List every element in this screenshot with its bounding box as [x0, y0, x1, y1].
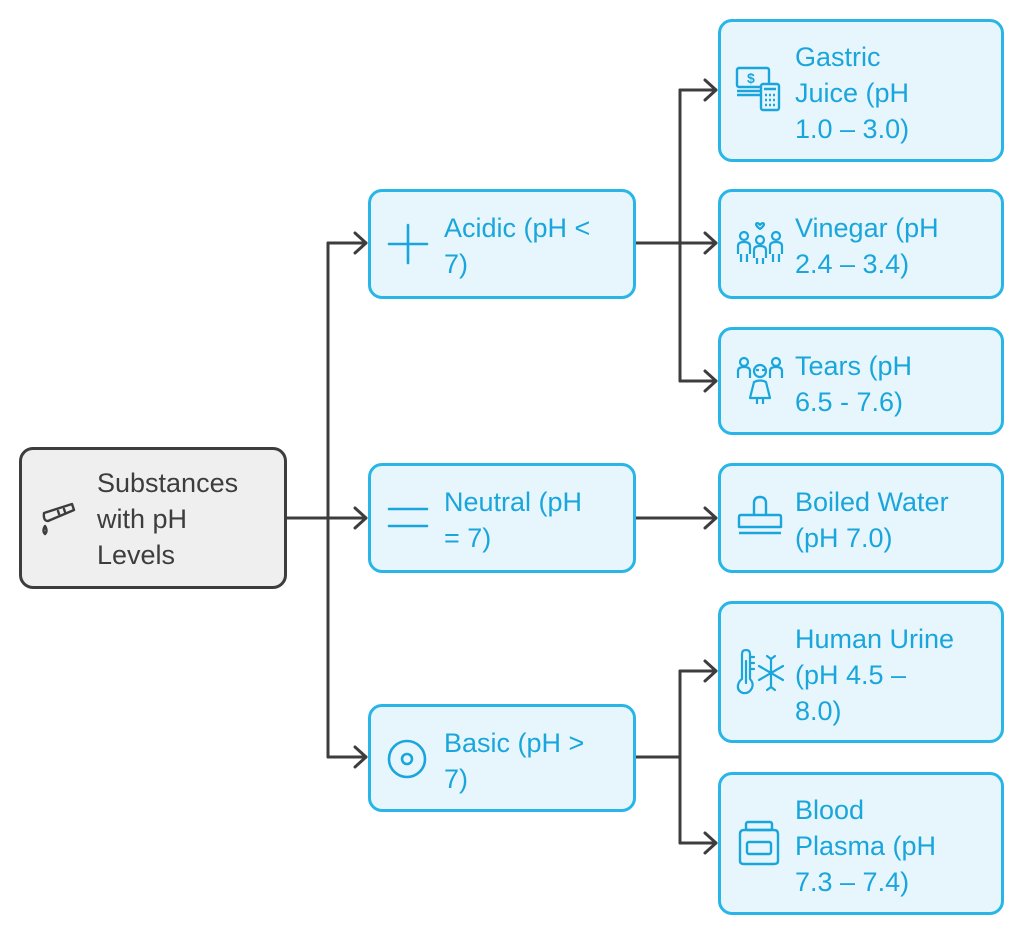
category-neutral-label: Neutral (pH = 7): [444, 487, 583, 553]
leaf-vinegar: Vinegar (pH 2.4 – 3.4): [718, 189, 1004, 299]
thermometer-snowflake-icon: [736, 648, 785, 695]
arrowhead: [703, 78, 718, 102]
money-calculator-icon: $: [735, 66, 781, 112]
circle-dot-icon: [387, 739, 427, 779]
arrowhead: [353, 745, 368, 769]
arrowhead: [703, 506, 718, 530]
category-acidic-label: Acidic (pH < 7): [444, 213, 591, 279]
people-icon: [736, 356, 784, 404]
arrowhead: [353, 231, 368, 255]
arrowhead: [353, 506, 368, 530]
family-icon: [736, 222, 784, 264]
root-label: Substances with pH Levels: [97, 468, 239, 570]
category-basic: Basic (pH > 7): [368, 704, 636, 812]
leaf-gastric-juice-label: Gastric Juice (pH 1.0 – 3.0): [795, 42, 910, 144]
arrowhead: [703, 231, 718, 255]
arrowhead: [703, 369, 718, 393]
leaf-boiled-water-label: Boiled Water (pH 7.0): [795, 487, 949, 553]
plus-icon: [387, 223, 429, 265]
test-tube-icon: [42, 502, 76, 536]
equals-icon: [387, 507, 429, 528]
svg-text:$: $: [747, 70, 755, 86]
leaf-vinegar-label: Vinegar (pH 2.4 – 3.4): [795, 213, 939, 279]
leaf-blood-plasma: Blood Plasma (pH 7.3 – 7.4): [718, 772, 1004, 915]
leaf-boiled-water: Boiled Water (pH 7.0): [718, 463, 1004, 573]
jar-icon: [738, 820, 780, 866]
root-node: Substances with pH Levels: [19, 447, 287, 589]
category-basic-label: Basic (pH > 7): [444, 728, 585, 794]
leaf-human-urine: Human Urine (pH 4.5 – 8.0): [718, 601, 1004, 743]
stamp-icon: [737, 495, 783, 535]
category-neutral: Neutral (pH = 7): [368, 463, 636, 573]
arrowhead: [703, 831, 718, 855]
arrowhead: [703, 659, 718, 683]
leaf-tears-label: Tears (pH 6.5 - 7.6): [795, 351, 913, 417]
leaf-human-urine-label: Human Urine (pH 4.5 – 8.0): [795, 624, 955, 726]
leaf-blood-plasma-label: Blood Plasma (pH 7.3 – 7.4): [795, 795, 937, 897]
